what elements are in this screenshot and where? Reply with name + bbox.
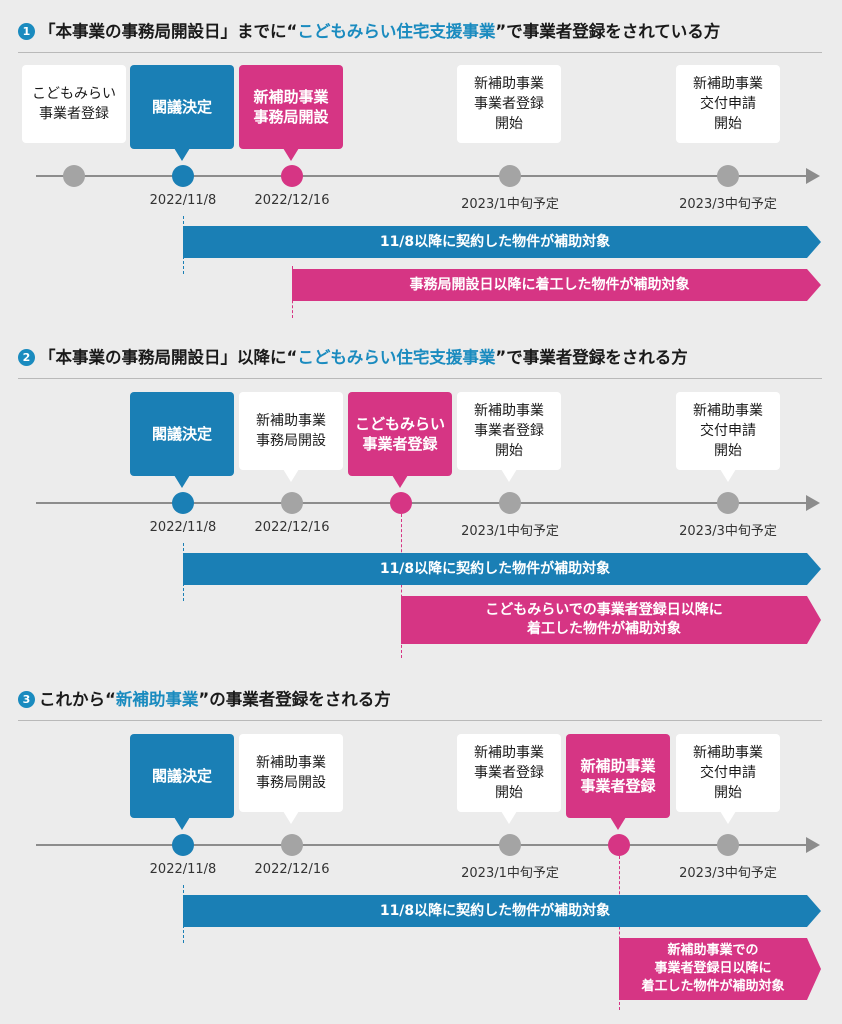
- date-label: 2022/11/8: [149, 862, 217, 877]
- section-number-badge: 2: [18, 349, 35, 366]
- timeline-point-jan: [499, 492, 521, 514]
- timeline-point-jan: [499, 834, 521, 856]
- date-label: 2023/1中旬予定: [461, 524, 559, 539]
- band-contract-eligible: 11/8以降に契約した物件が補助対象: [183, 895, 821, 927]
- date-label: 2023/1中旬予定: [461, 197, 559, 212]
- box-cabinet-decision: 閣議決定: [130, 65, 234, 161]
- timeline-point-office: [281, 834, 303, 856]
- date-label: 2023/3中旬予定: [679, 197, 777, 212]
- band-contract-eligible: 11/8以降に契約した物件が補助対象: [183, 553, 821, 585]
- section-2-heading: 2「本事業の事務局開設日」以降に“こどもみらい住宅支援事業”で事業者登録をされる…: [18, 338, 822, 379]
- timeline-point-mar: [717, 834, 739, 856]
- date-label: 2022/11/8: [149, 193, 217, 208]
- timeline-arrow-icon: [806, 495, 820, 511]
- box-shin-office-opening: 新補助事業 事務局開設: [239, 392, 343, 482]
- timeline-point-mar: [717, 492, 739, 514]
- timeline-point-kodomo: [63, 165, 85, 187]
- box-shin-office-opening: 新補助事業 事務局開設: [239, 734, 343, 824]
- box-shin-registration-start: 新補助事業 事業者登録 開始: [457, 392, 561, 482]
- date-label: 2023/3中旬予定: [679, 866, 777, 881]
- date-label: 2023/3中旬予定: [679, 524, 777, 539]
- timeline-arrow-icon: [806, 168, 820, 184]
- timeline-axis: [36, 502, 808, 504]
- band-construction-eligible: 事務局開設日以降に着工した物件が補助対象: [292, 269, 821, 301]
- timeline-point-mar: [717, 165, 739, 187]
- band-contract-eligible: 11/8以降に契約した物件が補助対象: [183, 226, 821, 258]
- box-shin-office-opening: 新補助事業 事務局開設: [239, 65, 343, 161]
- date-label: 2022/12/16: [254, 520, 330, 535]
- box-shin-application-start: 新補助事業 交付申請 開始: [676, 734, 780, 824]
- box-shin-registration-start: 新補助事業 事業者登録 開始: [457, 65, 561, 143]
- date-label: 2022/12/16: [254, 862, 330, 877]
- section-1: 1「本事業の事務局開設日」までに“こどもみらい住宅支援事業”で事業者登録をされて…: [0, 12, 842, 327]
- timeline-point-cabinet: [172, 834, 194, 856]
- box-cabinet-decision: 閣議決定: [130, 392, 234, 488]
- box-kodomo-registration: こどもみらい 事業者登録: [22, 65, 126, 143]
- date-label: 2022/12/16: [254, 193, 330, 208]
- box-shin-registration-start: 新補助事業 事業者登録 開始: [457, 734, 561, 824]
- timeline-point-office: [281, 492, 303, 514]
- timeline-point-shin-registration: [608, 834, 630, 856]
- box-shin-application-start: 新補助事業 交付申請 開始: [676, 392, 780, 482]
- box-shin-registration: 新補助事業 事業者登録: [566, 734, 670, 830]
- guide-line-pink: [401, 514, 402, 658]
- date-label: 2023/1中旬予定: [461, 866, 559, 881]
- box-shin-application-start: 新補助事業 交付申請 開始: [676, 65, 780, 143]
- timeline-point-cabinet: [172, 492, 194, 514]
- timeline-arrow-icon: [806, 837, 820, 853]
- section-number-badge: 3: [18, 691, 35, 708]
- timeline-point-jan: [499, 165, 521, 187]
- box-kodomo-registration: こどもみらい 事業者登録: [348, 392, 452, 488]
- timeline-point-kodomo: [390, 492, 412, 514]
- box-cabinet-decision: 閣議決定: [130, 734, 234, 830]
- timeline-axis: [36, 175, 808, 177]
- band-construction-eligible: こどもみらいでの事業者登録日以降に 着工した物件が補助対象: [401, 596, 821, 644]
- section-1-heading: 1「本事業の事務局開設日」までに“こどもみらい住宅支援事業”で事業者登録をされて…: [18, 12, 822, 53]
- guide-line-pink: [619, 856, 620, 1010]
- band-construction-eligible: 新補助事業での 事業者登録日以降に 着工した物件が補助対象: [619, 938, 821, 1000]
- timeline-axis: [36, 844, 808, 846]
- timeline-point-cabinet: [172, 165, 194, 187]
- timeline-point-office: [281, 165, 303, 187]
- section-number-badge: 1: [18, 23, 35, 40]
- section-2: 2「本事業の事務局開設日」以降に“こどもみらい住宅支援事業”で事業者登録をされる…: [0, 338, 842, 658]
- date-label: 2022/11/8: [149, 520, 217, 535]
